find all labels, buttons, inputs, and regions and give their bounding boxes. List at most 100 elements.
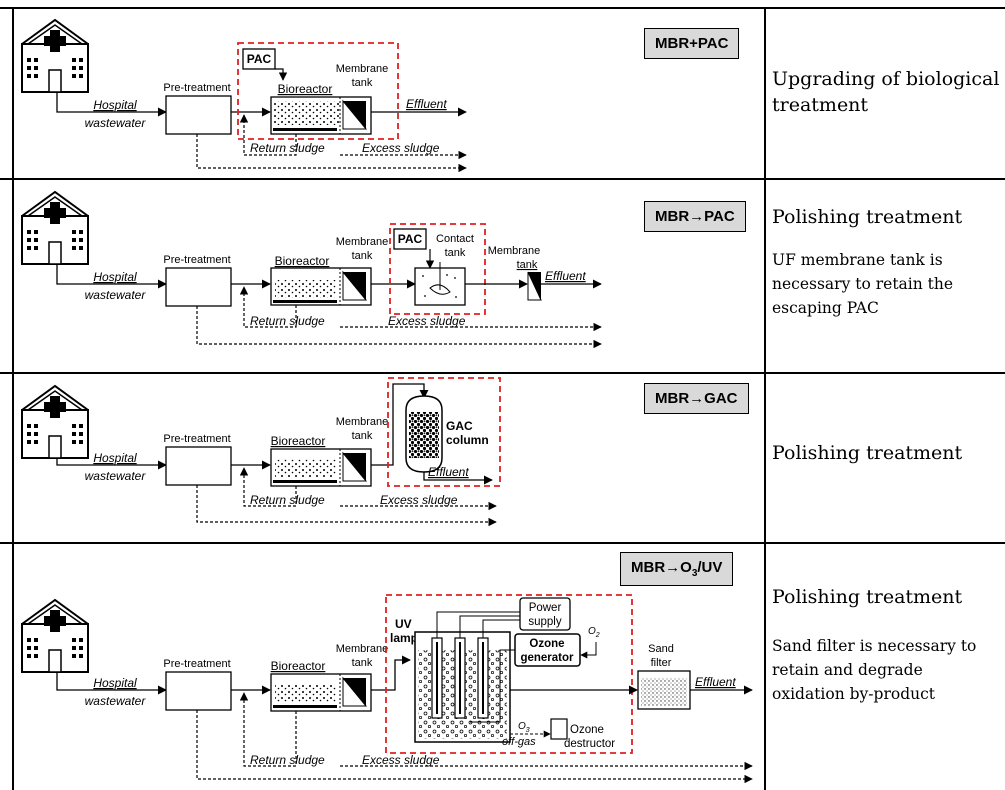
hospital-icon — [21, 384, 89, 459]
table-top-border — [0, 7, 1005, 9]
description-title: Upgrading of biological treatment — [772, 68, 1000, 116]
excess-sludge-label: Excess sludge — [388, 314, 466, 328]
bioreactor-label: Bioreactor — [271, 659, 326, 673]
mbr-then-o3-uv-diagram: Hospital wastewater Pre-treatment Biorea… — [21, 594, 753, 784]
gac-highlight-box — [387, 377, 501, 487]
pretreatment-label: Pre-treatment — [163, 658, 230, 670]
tag-end: /UV — [697, 559, 723, 576]
filter-label: filter — [651, 657, 672, 669]
ozone-destructor-label: Ozone — [570, 724, 604, 736]
mbr-pac-diagram: Hospital wastewater Pre-treatment PAC Bi… — [21, 18, 467, 173]
tank-label: tank — [352, 77, 373, 89]
tank-label: tank — [352, 657, 373, 669]
o3-uv-highlight-box — [385, 594, 633, 754]
scheme-tag-mbr-then-o3-uv: MBR→O3/UV — [620, 552, 734, 586]
tag-main: MBR→O — [631, 559, 692, 576]
effluent-label: Effluent — [545, 269, 586, 283]
description-title: Polishing treatment — [772, 586, 963, 608]
scheme-tag-mbr-then-gac: MBR→GAC — [644, 383, 749, 414]
bioreactor-label: Bioreactor — [275, 254, 330, 268]
sludge-particles — [275, 684, 337, 702]
membrane-label: Membrane — [336, 416, 389, 428]
hospital-icon — [21, 190, 89, 265]
o3-label: O3 — [518, 721, 530, 734]
hospital-label: Hospital — [93, 270, 137, 284]
row-divider — [0, 178, 1005, 180]
row-divider — [0, 372, 1005, 374]
bioreactor-label: Bioreactor — [271, 434, 326, 448]
pac-label: PAC — [247, 52, 272, 66]
destructor-label: destructor — [564, 738, 615, 750]
pac-label: PAC — [398, 232, 423, 246]
sand-media — [641, 678, 687, 706]
effluent-label: Effluent — [406, 97, 447, 111]
membrane-label: Membrane — [336, 63, 389, 75]
return-sludge-label: Return sludge — [250, 141, 325, 155]
ozone-label: Ozone — [529, 638, 564, 650]
wastewater-label: wastewater — [85, 288, 147, 302]
pretreatment-box — [165, 267, 232, 307]
pretreatment-label: Pre-treatment — [163, 254, 230, 266]
return-sludge-label: Return sludge — [250, 493, 325, 507]
membrane2-label: Membrane — [488, 245, 541, 257]
description-note: UF membrane tank is necessary to retain … — [772, 251, 954, 317]
row-divider — [0, 542, 1005, 544]
pretreatment-label: Pre-treatment — [163, 82, 230, 94]
pretreatment-box — [165, 671, 232, 711]
gac-label: GAC — [446, 419, 473, 433]
aeration-line — [273, 128, 337, 131]
column-divider — [764, 8, 766, 790]
effluent-label: Effluent — [695, 675, 736, 689]
tank-label: tank — [352, 250, 373, 262]
tank-label: tank — [352, 430, 373, 442]
supply-label: supply — [528, 616, 561, 628]
uv-label: UV — [395, 617, 412, 631]
return-sludge-label: Return sludge — [250, 314, 325, 328]
contact-label: Contact — [436, 233, 474, 245]
wastewater-label: wastewater — [85, 694, 147, 708]
bioreactor-label: Bioreactor — [278, 82, 333, 96]
pac-box — [393, 228, 427, 250]
generator-label: generator — [520, 652, 574, 664]
row-description: Polishing treatment Sand filter is neces… — [772, 584, 1000, 706]
scheme-tag-mbr-pac: MBR+PAC — [644, 28, 740, 59]
aeration-line — [273, 300, 337, 303]
sludge-particles — [273, 101, 339, 125]
sludge-particles — [275, 280, 337, 298]
pretreatment-label: Pre-treatment — [163, 433, 230, 445]
hospital-label: Hospital — [93, 98, 137, 112]
row-description: Polishing treatment — [772, 440, 1000, 466]
power-supply-box — [519, 597, 571, 631]
table-left-border — [12, 8, 14, 790]
excess-sludge-label: Excess sludge — [380, 493, 458, 507]
scheme-tag-mbr-then-pac: MBR→PAC — [644, 201, 746, 232]
pac-highlight-box — [237, 42, 399, 140]
mbr-then-gac-diagram: Hospital wastewater Pre-treatment Biorea… — [21, 377, 501, 527]
aeration-line — [273, 480, 337, 483]
power-label: Power — [529, 602, 562, 614]
offgas-label: off-gas — [502, 736, 536, 748]
contact-tank-label: tank — [445, 247, 466, 259]
excess-sludge-label: Excess sludge — [362, 753, 440, 767]
row-description: Polishing treatment UF membrane tank is … — [772, 204, 1000, 320]
membrane-label: Membrane — [336, 643, 389, 655]
aeration-line — [273, 705, 337, 708]
membrane-label: Membrane — [336, 236, 389, 248]
gac-media — [409, 412, 439, 458]
return-sludge-label: Return sludge — [250, 753, 325, 767]
pac-contact-highlight-box — [389, 223, 486, 315]
description-note: Sand filter is necessary to retain and d… — [772, 637, 977, 703]
ozone-destructor-box — [550, 718, 568, 740]
pretreatment-box — [165, 446, 232, 486]
hospital-icon — [21, 598, 89, 673]
mixer-icon — [422, 262, 457, 298]
wastewater-label: wastewater — [85, 116, 147, 130]
wastewater-label: wastewater — [85, 469, 147, 483]
pac-box — [242, 48, 276, 70]
uv-lamp-icon — [431, 637, 489, 719]
mbr-then-pac-diagram: Hospital wastewater Pre-treatment Biorea… — [21, 190, 602, 349]
hospital-label: Hospital — [93, 451, 137, 465]
pretreatment-box — [165, 95, 232, 135]
tank2-label: tank — [517, 259, 538, 271]
